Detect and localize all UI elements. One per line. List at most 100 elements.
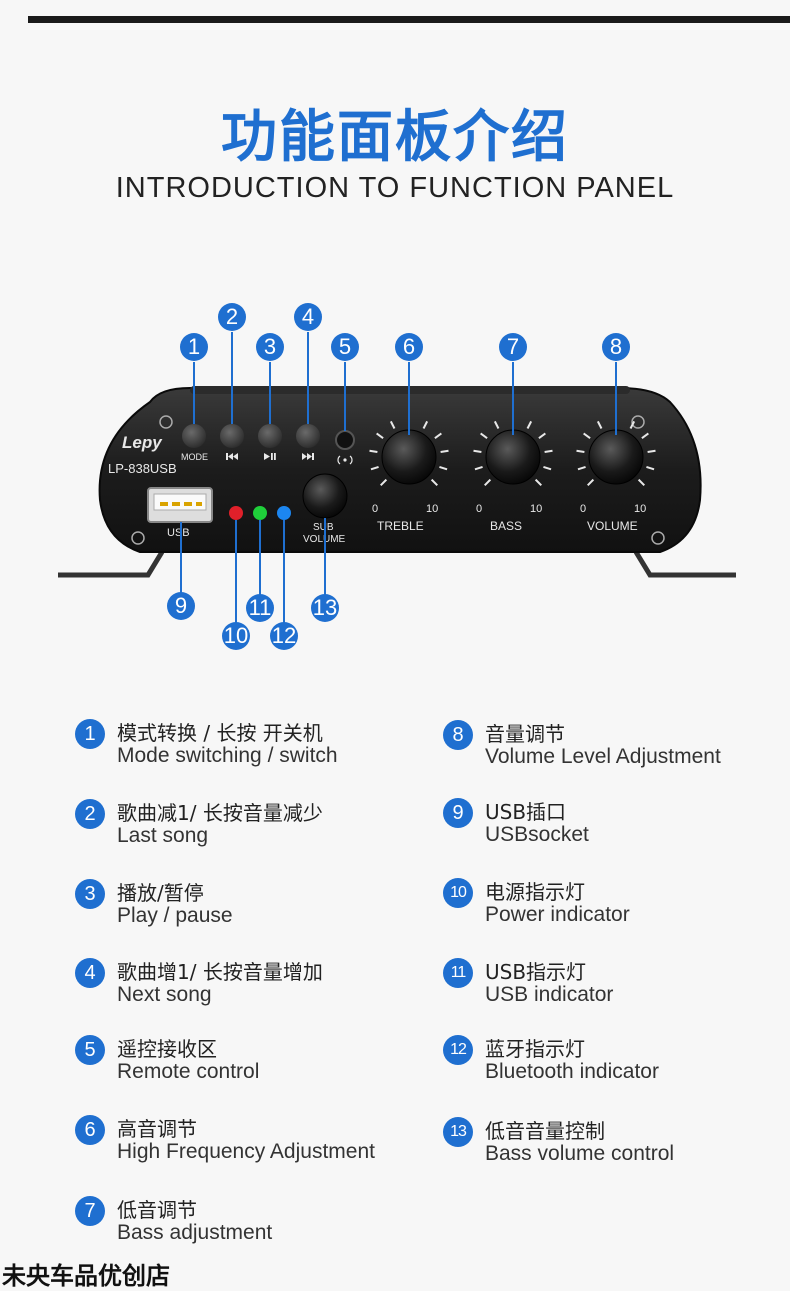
knob-tick (473, 449, 482, 453)
callout-badge-circle (270, 622, 298, 650)
screws (131, 415, 665, 545)
sub-volume-label-1: SUB (313, 522, 334, 533)
legend-label-cn: 播放/暂停 (117, 881, 204, 905)
sub-volume-knob[interactable] (302, 473, 348, 519)
legend-number-badge: 9 (443, 798, 473, 828)
callout-badge-circle (331, 333, 359, 361)
callout-badge: 10 (222, 622, 250, 650)
remote-signal-icon (337, 455, 353, 465)
knob-tick (596, 420, 603, 429)
knob-tick (376, 432, 384, 439)
legend-number-badge: 4 (75, 958, 105, 988)
legend-number-badge: 5 (75, 1035, 105, 1065)
legend-number-badge: 1 (75, 719, 105, 749)
knob-tick (430, 478, 438, 486)
treble-knob[interactable] (369, 417, 449, 486)
callout-badge-circle (395, 333, 423, 361)
next-button[interactable] (296, 424, 320, 448)
callout-badge-number: 9 (175, 593, 187, 618)
legend-number-badge: 11 (443, 958, 473, 988)
legend-label-en: Remote control (117, 1060, 260, 1083)
prev-button[interactable] (220, 424, 244, 448)
callout-badge: 6 (395, 333, 423, 361)
legend-label-en: USB indicator (485, 983, 614, 1006)
callout-badge-number: 10 (224, 623, 248, 648)
previous-track-icon (226, 453, 238, 460)
legend-label-cn: 模式转换 / 长按 开关机 (117, 721, 323, 745)
volume-scale-max: 10 (634, 503, 646, 515)
knob-tick (576, 449, 585, 453)
knob-tick (380, 478, 388, 486)
knob-tick (480, 432, 488, 439)
callout-badge-number: 12 (272, 623, 296, 648)
volume-label: VOLUME (587, 519, 638, 533)
mode-button[interactable] (182, 424, 206, 448)
callout-lines (180, 332, 617, 624)
callout-badge-number: 7 (507, 334, 519, 359)
legend-label-cn: 电源指示灯 (485, 880, 585, 904)
usb-led (253, 506, 267, 520)
callout-badge-number: 6 (403, 334, 415, 359)
legend-label-cn: 歌曲减1/ 长按音量减少 (117, 801, 323, 825)
next-track-icon (302, 453, 314, 460)
callout-badge: 7 (499, 333, 527, 361)
legend-label-en: Mode switching / switch (117, 744, 338, 767)
transport-icons (226, 453, 353, 465)
knob-tick (434, 432, 442, 439)
callout-badge-circle (222, 622, 250, 650)
legend-label-en: Volume Level Adjustment (485, 745, 721, 768)
legend-label-cn: 低音音量控制 (485, 1119, 605, 1143)
callout-badge: 9 (167, 592, 195, 620)
callout-badge-circle (602, 333, 630, 361)
knob-tick (544, 449, 553, 453)
legend-number-badge: 7 (75, 1196, 105, 1226)
callout-badge-number: 1 (188, 334, 200, 359)
callout-badge-circle (218, 303, 246, 331)
play-pause-button[interactable] (258, 424, 282, 448)
legend-number-badge: 13 (443, 1117, 473, 1147)
knob-tick (534, 478, 542, 486)
mode-label: MODE (181, 452, 208, 462)
treble-label: TREBLE (377, 519, 424, 533)
callout-badge: 4 (294, 303, 322, 331)
callout-badge-circle (246, 594, 274, 622)
callout-badge-circle (294, 303, 322, 331)
knob-tick (440, 449, 449, 453)
amplifier-panel-illustration: Lepy LP-838USB MODE USB SUB VOLUME TREBL… (58, 303, 736, 650)
legend-label-cn: USB插口 (485, 800, 567, 824)
knob-cap (485, 429, 541, 485)
base-feet (58, 550, 736, 578)
callout-badge: 5 (331, 333, 359, 361)
bluetooth-led (277, 506, 291, 520)
callout-badge-number: 3 (264, 334, 276, 359)
legend-label-en: Next song (117, 983, 212, 1006)
callout-badge-number: 5 (339, 334, 351, 359)
legend-label-en: Bass volume control (485, 1142, 675, 1165)
legend-number-badge: 3 (75, 879, 105, 909)
legend-label-en: Bluetooth indicator (485, 1060, 659, 1083)
callout-badge-number: 13 (313, 595, 337, 620)
knob-tick (543, 465, 552, 471)
knob-tick (629, 420, 636, 429)
knob-tick (422, 420, 429, 429)
callout-badge-circle (311, 594, 339, 622)
callout-badge-number: 2 (226, 304, 238, 329)
knob-tick (370, 465, 379, 471)
buttons (182, 424, 355, 450)
legend-label-cn: 蓝牙指示灯 (485, 1037, 585, 1061)
legend-number-badge: 6 (75, 1115, 105, 1145)
knob-tick (577, 465, 586, 471)
legend-label-cn: 音量调节 (485, 722, 565, 746)
callout-badge: 2 (218, 303, 246, 331)
callout-badge-number: 11 (249, 595, 272, 620)
legend-number-badge: 10 (443, 878, 473, 908)
knob-tick (369, 449, 378, 453)
legend-label-cn: 歌曲增1/ 长按音量增加 (117, 960, 323, 984)
play-pause-icon (264, 453, 276, 460)
knob-cap (381, 429, 437, 485)
page-title: 功能面板介绍 (221, 105, 569, 170)
callout-badge: 3 (256, 333, 284, 361)
usb-port[interactable] (147, 487, 213, 523)
brand-logo: Lepy (122, 433, 163, 452)
